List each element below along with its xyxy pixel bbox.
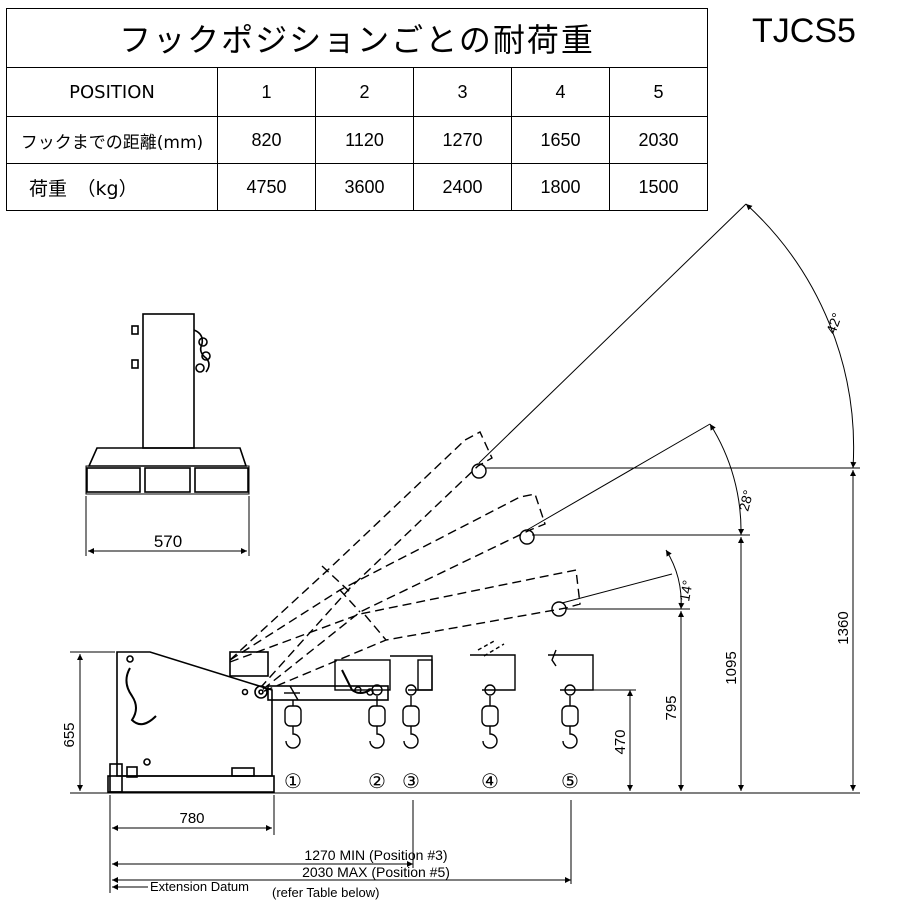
height-dims xyxy=(590,470,856,791)
position-cell: 4 xyxy=(511,67,610,117)
position-marker-4: ④ xyxy=(481,771,499,793)
angle-lines xyxy=(478,203,860,610)
angle-42-label: 42° xyxy=(823,311,845,336)
dim-655 xyxy=(70,651,115,791)
hook-assemblies xyxy=(284,684,579,749)
dim-795-label: 795 xyxy=(663,695,680,720)
table-row-load: 荷重 （kg） 4750 3600 2400 1800 1500 xyxy=(6,163,708,211)
distance-cell: 1270 xyxy=(413,116,512,164)
position-cell: 2 xyxy=(315,67,414,117)
hook-2-icon xyxy=(368,684,386,749)
crane-body xyxy=(107,651,389,793)
position-marker-3: ③ xyxy=(402,771,420,793)
position-markers: ① ② ③ ④ ⑤ xyxy=(284,771,579,793)
load-cell: 3600 xyxy=(315,163,414,211)
base-width-label: 570 xyxy=(154,532,182,551)
load-cell: 1800 xyxy=(511,163,610,211)
table-title: フックポジションごとの耐荷重 xyxy=(6,8,708,68)
capacity-table: フックポジションごとの耐荷重 POSITION 1 2 3 4 5 フックまでの… xyxy=(6,8,708,211)
horizontal-boom xyxy=(284,639,594,701)
dim-780 xyxy=(109,795,275,893)
position-cell: 5 xyxy=(609,67,708,117)
upper-hooks xyxy=(471,463,567,617)
front-view xyxy=(85,313,250,556)
boom-dashed-positions xyxy=(229,431,581,693)
extension-dims xyxy=(112,800,572,890)
load-cell: 4750 xyxy=(217,163,316,211)
hook-1-icon xyxy=(284,700,302,749)
extension-max-label: 2030 MAX (Position #5) xyxy=(302,864,450,880)
angle-28-label: 28° xyxy=(735,488,756,513)
dim-470-label: 470 xyxy=(612,729,629,754)
table-row-position: POSITION 1 2 3 4 5 xyxy=(6,67,708,117)
load-cell: 1500 xyxy=(609,163,708,211)
distance-cell: 1650 xyxy=(511,116,610,164)
dim-1360-label: 1360 xyxy=(835,611,852,644)
position-marker-5: ⑤ xyxy=(561,771,579,793)
load-cell: 2400 xyxy=(413,163,512,211)
distance-label: フックまでの距離(mm) xyxy=(6,116,218,164)
length-780-label: 780 xyxy=(179,810,204,827)
position-cell: 3 xyxy=(413,67,512,117)
height-655-label: 655 xyxy=(61,722,78,747)
hook-4-icon xyxy=(481,684,499,749)
distance-cell: 2030 xyxy=(609,116,708,164)
distance-cell: 820 xyxy=(217,116,316,164)
hook-5-icon xyxy=(561,684,579,749)
hook-3-icon xyxy=(402,684,420,749)
position-marker-2: ② xyxy=(368,771,386,793)
position-marker-1: ① xyxy=(284,771,302,793)
table-row-distance: フックまでの距離(mm) 820 1120 1270 1650 2030 xyxy=(6,116,708,164)
angle-14-label: 14° xyxy=(676,579,695,603)
dim-1095-label: 1095 xyxy=(723,651,740,684)
load-label: 荷重 （kg） xyxy=(6,163,218,211)
extension-min-label: 1270 MIN (Position #3) xyxy=(304,847,447,863)
model-name: TJCS5 xyxy=(752,12,856,50)
extension-datum-note: (refer Table below) xyxy=(272,885,379,900)
extension-datum-label: Extension Datum xyxy=(150,879,249,894)
position-label: POSITION xyxy=(6,67,218,117)
